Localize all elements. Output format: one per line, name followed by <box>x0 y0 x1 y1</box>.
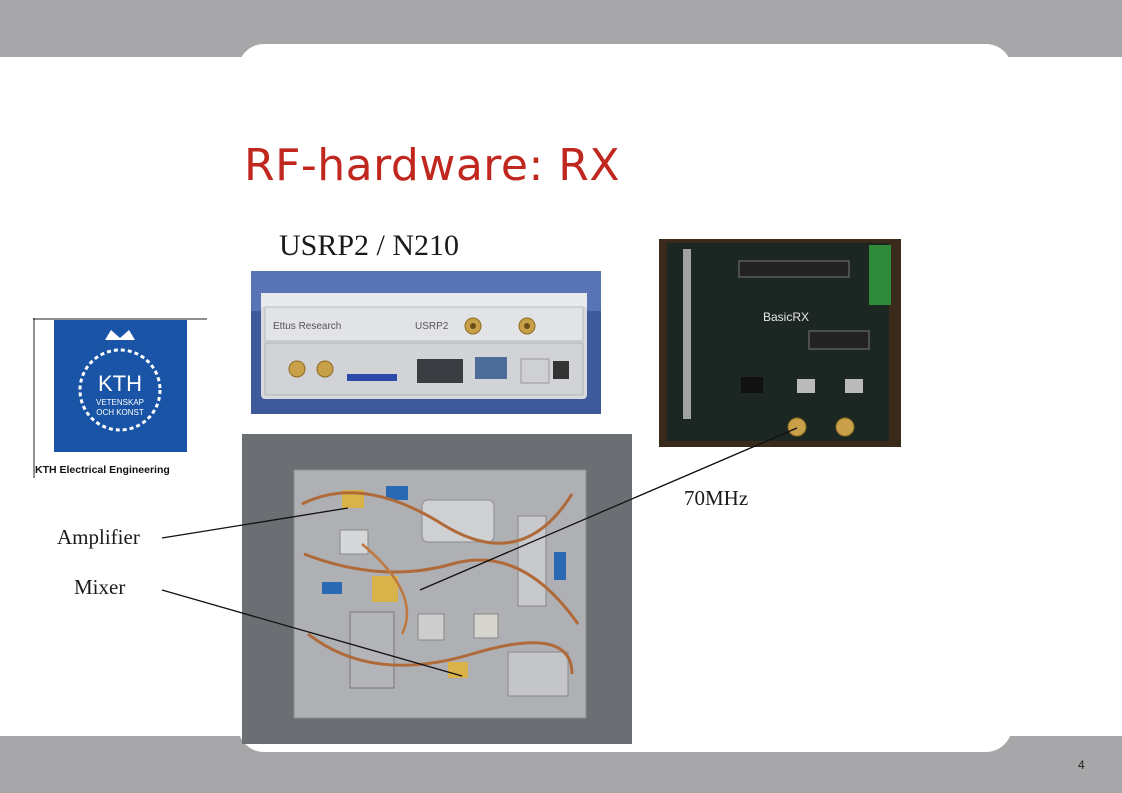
basicrx-board-photo: BasicRX <box>659 239 901 447</box>
slide-title: RF-hardware: RX <box>244 140 621 191</box>
kth-logo: KTH VETENSKAP OCH KONST KTH Electrical E… <box>33 318 207 478</box>
logo-caption-text: KTH Electrical Engineering <box>35 464 170 476</box>
mixer-label: Mixer <box>74 575 126 599</box>
usrp-model-text: USRP2 <box>415 321 449 332</box>
usrp-brand-text: Ettus Research <box>273 321 341 332</box>
rf-chassis-photo <box>242 434 632 744</box>
usrp2-photo: Ettus Research USRP2 <box>251 271 601 414</box>
page-number: 4 <box>1078 758 1085 772</box>
usrp-label: USRP2 / N210 <box>279 229 460 262</box>
board-name-text: BasicRX <box>763 310 809 324</box>
logo-name-text: KTH <box>98 371 142 396</box>
logo-sub2-text: OCH KONST <box>96 408 144 417</box>
logo-sub1-text: VETENSKAP <box>96 398 144 407</box>
amplifier-callout-line <box>161 507 349 539</box>
freq-callout-line <box>419 427 798 591</box>
freq-70mhz-label: 70MHz <box>684 486 749 510</box>
amplifier-label: Amplifier <box>57 525 140 549</box>
mixer-callout-line <box>161 589 463 677</box>
